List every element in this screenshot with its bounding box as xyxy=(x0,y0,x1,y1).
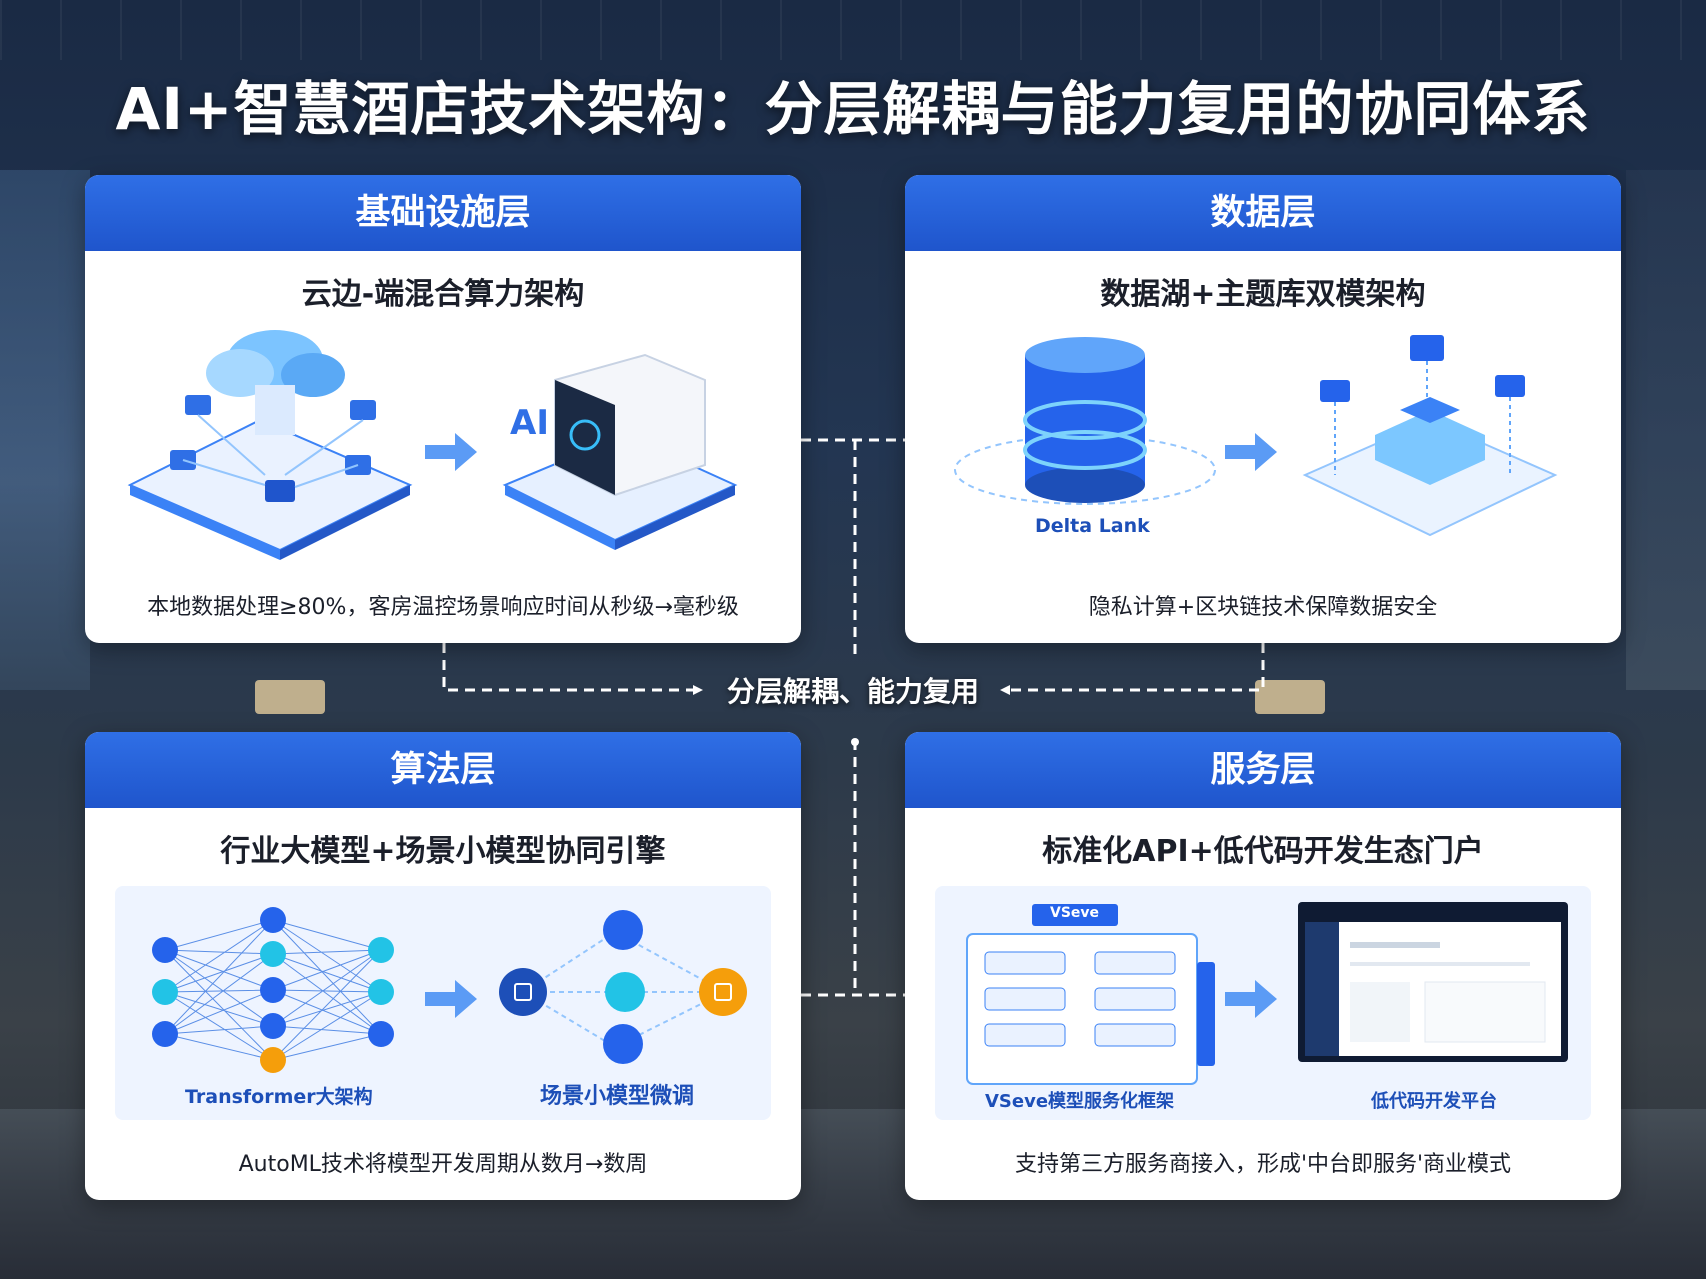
lamp xyxy=(255,680,325,714)
ai-label: AI xyxy=(510,403,549,443)
card-subtitle: 云边-端混合算力架构 xyxy=(301,277,585,312)
card-footer: 本地数据处理≥80%，客房温控场景响应时间从秒级→毫秒级 xyxy=(147,595,739,620)
small-model-label: 场景小模型微调 xyxy=(540,1084,695,1109)
lowcode-platform-label: 低代码开发平台 xyxy=(1371,1091,1497,1112)
model-graph-icon xyxy=(499,910,747,1064)
lowcode-platform-icon xyxy=(1298,902,1568,1062)
lamp xyxy=(1255,680,1325,714)
service-layer-card: 服务层 标准化API+低代码开发生态门户 xyxy=(905,732,1621,1200)
ceiling-pattern xyxy=(0,0,1706,60)
card-header: 服务层 xyxy=(905,732,1621,808)
arrow-right-icon xyxy=(1225,433,1277,471)
topic-library-icon xyxy=(1302,335,1558,537)
transformer-label: Transformer大架构 xyxy=(185,1086,373,1108)
cloud-edge-icon xyxy=(127,330,413,560)
service-framework-icon xyxy=(966,904,1215,1085)
card-illustration: AI xyxy=(85,325,801,565)
card-subtitle: 行业大模型+场景小模型协同引擎 xyxy=(220,834,666,869)
right-window xyxy=(1626,170,1706,690)
center-label: 分层解耦、能力复用 xyxy=(726,675,979,708)
delta-lake-label: Delta Lank xyxy=(1035,515,1150,537)
algorithm-layer-card: 算法层 行业大模型+场景小模型协同引擎 xyxy=(85,732,801,1200)
card-footer: 支持第三方服务商接入，形成'中台即服务'商业模式 xyxy=(1014,1152,1512,1177)
card-header: 算法层 xyxy=(85,732,801,808)
database-icon xyxy=(954,337,1216,505)
arrow-right-icon xyxy=(425,980,477,1018)
card-header: 基础设施层 xyxy=(85,175,801,251)
card-illustration: VSeve VSeve模型服务化框架 低代码开发平台 xyxy=(905,882,1621,1122)
ai-server-icon xyxy=(502,353,738,550)
card-illustration: Transformer大架构 场景小模型微调 xyxy=(85,882,801,1122)
card-footer: AutoML技术将模型开发周期从数月→数周 xyxy=(238,1152,648,1177)
infrastructure-layer-card: 基础设施层 云边-端混合算力架构 xyxy=(85,175,801,643)
card-illustration: Delta Lank xyxy=(905,325,1621,565)
card-footer: 隐私计算+区块链技术保障数据安全 xyxy=(1088,595,1438,620)
arrow-right-icon xyxy=(1225,980,1277,1018)
left-window xyxy=(0,170,90,690)
data-layer-card: 数据层 数据湖+主题库双模架构 Delta Lank xyxy=(905,175,1621,643)
card-subtitle: 标准化API+低代码开发生态门户 xyxy=(1042,834,1484,869)
service-framework-label: VSeve模型服务化框架 xyxy=(985,1091,1175,1112)
page-title: AI+智慧酒店技术架构：分层解耦与能力复用的协同体系 xyxy=(115,75,1591,143)
vseve-badge: VSeve xyxy=(1050,905,1100,921)
arrow-right-icon xyxy=(425,433,477,471)
card-subtitle: 数据湖+主题库双模架构 xyxy=(1100,277,1426,312)
neural-network-icon xyxy=(152,907,394,1073)
card-header: 数据层 xyxy=(905,175,1621,251)
